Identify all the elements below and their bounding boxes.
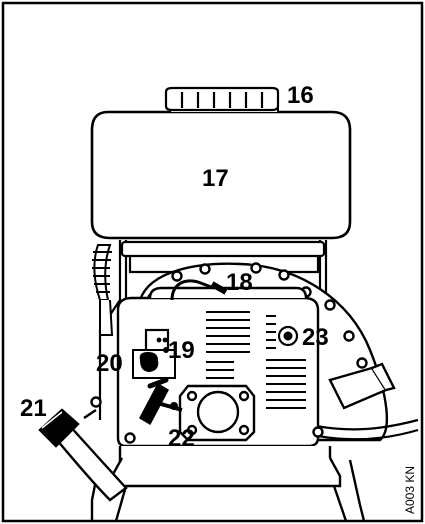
primer-bulb [132,347,176,379]
carburetor [178,384,256,442]
base-plate [90,426,366,522]
tank-cap [164,86,280,112]
callout-21: 21 [20,395,47,422]
callout-16: 16 [287,82,314,109]
left-hose [92,244,114,336]
left-pipe [38,396,128,502]
starter-handle [139,377,183,426]
callout-19: 19 [168,337,195,364]
cooling-fins-upper [206,311,250,387]
callout-17: 17 [202,165,229,192]
back-frame [98,240,328,420]
callout-22: 22 [168,425,195,452]
callout-18: 18 [226,269,253,296]
spark-plug-cap [277,325,299,347]
figure-code: A003 KN [403,466,417,514]
right-tube [315,418,419,441]
callout-20: 20 [96,350,123,377]
callout-23: 23 [302,324,329,351]
ignition-cable [170,279,228,301]
